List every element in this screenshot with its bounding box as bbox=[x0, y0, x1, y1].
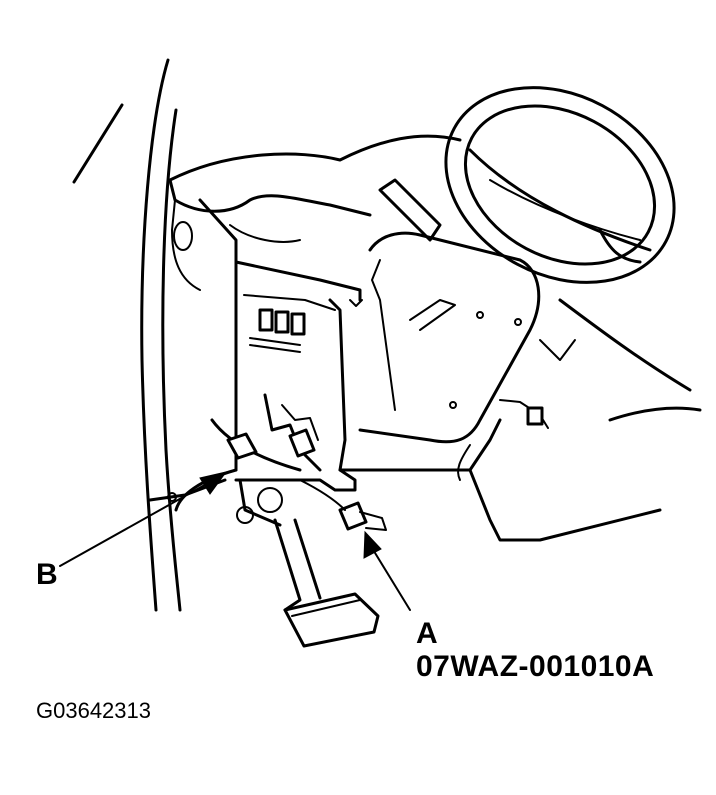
steering-wheel-icon bbox=[444, 86, 676, 284]
callout-b-label: B bbox=[36, 558, 58, 591]
callout-a-label: A bbox=[416, 617, 438, 650]
steering-column bbox=[358, 178, 549, 444]
connector-icon bbox=[210, 418, 387, 531]
fuse-box bbox=[234, 260, 363, 472]
dashboard bbox=[168, 134, 702, 422]
arrow-icon bbox=[59, 471, 411, 611]
a-pillar bbox=[72, 58, 182, 612]
figure-id: G03642313 bbox=[36, 698, 151, 723]
part-number-label: 07WAZ-001010A bbox=[416, 650, 655, 683]
brake-pedal-icon bbox=[236, 393, 380, 648]
lower-dash-panel bbox=[148, 298, 662, 542]
